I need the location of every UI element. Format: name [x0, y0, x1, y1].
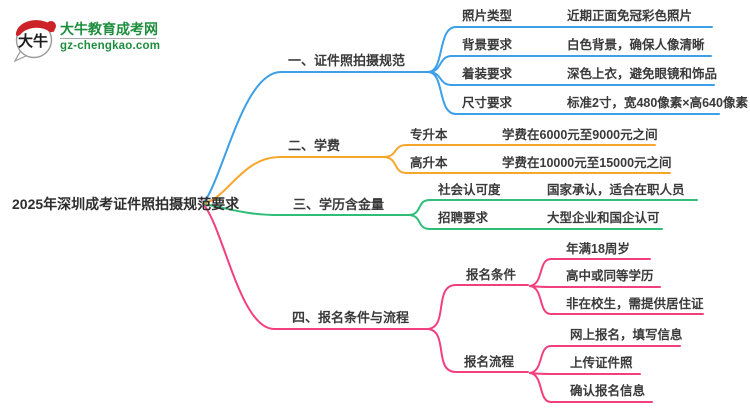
- site-name: 大牛教育成考网: [60, 21, 158, 37]
- logo-beret-shape: [15, 20, 55, 36]
- branch-4-child-2-item-1: 网上报名，填写信息: [570, 328, 683, 342]
- branch-1-child-4-value: 标准2寸，宽480像素×高640像素: [567, 96, 748, 110]
- branch-3-child-1-value: 国家承认，适合在职人员: [547, 183, 685, 197]
- branch-3-connectors: [202, 199, 698, 230]
- branch-1-label: 一、证件照拍摄规范: [288, 53, 406, 68]
- branch-4-child-1-label: 报名条件: [466, 268, 517, 282]
- branch-2-connectors: [202, 144, 671, 205]
- branch-2-child-1-value: 学费在6000元至9000元之间: [502, 128, 658, 142]
- branch-4-child-2-item-3: 确认报名信息: [570, 384, 646, 398]
- branch-3-child-2-label: 招聘要求: [438, 211, 489, 225]
- branch-4-child-1-item-2: 高中或同等学历: [566, 269, 654, 283]
- branch-1-child-4-label: 尺寸要求: [462, 96, 513, 110]
- logo-mark-text: 大牛: [18, 32, 48, 50]
- branch-2-child-1-label: 专升本: [410, 128, 448, 142]
- branch-1-connectors: [202, 26, 720, 205]
- branch-1-child-1-value: 近期正面免冠彩色照片: [567, 9, 693, 23]
- branch-4-label: 四、报名条件与流程: [292, 310, 410, 325]
- branch-1-child-1-label: 照片类型: [462, 9, 513, 23]
- branch-2-label: 二、学费: [288, 138, 341, 153]
- branch-2-child-2-label: 高升本: [410, 156, 448, 170]
- branch-4-child-2-label: 报名流程: [464, 355, 515, 369]
- branch-3-child-2-value: 大型企业和国企认可: [547, 211, 660, 225]
- branch-3-label: 三、学历含金量: [293, 197, 385, 212]
- site-url: gz-chengkao.com: [60, 40, 161, 52]
- daniu-bubble-icon: 大牛: [13, 20, 56, 63]
- branch-3-child-1-label: 社会认可度: [438, 183, 501, 197]
- branch-4-connectors: [202, 203, 704, 403]
- branch-1-child-2-value: 白色背景，确保人像清晰: [567, 38, 705, 52]
- site-logo: 大牛: [12, 13, 58, 63]
- branch-1-child-2-label: 背景要求: [462, 38, 513, 52]
- logo-divider: [60, 38, 156, 39]
- branch-1-child-3-value: 深色上衣，避免眼镜和饰品: [567, 67, 718, 81]
- branch-4-child-2-item-2: 上传证件照: [570, 356, 633, 370]
- root-node: 2025年深圳成考证件照拍摄规范要求: [12, 196, 240, 212]
- branch-4-child-1-item-3: 非在校生，需提供居住证: [566, 297, 704, 311]
- branch-1-child-3-label: 着装要求: [462, 67, 513, 81]
- branch-4-child-1-item-1: 年满18周岁: [566, 242, 630, 256]
- logo-seal-icon: [46, 21, 56, 31]
- branch-2-child-2-value: 学费在10000元至15000元之间: [502, 156, 672, 170]
